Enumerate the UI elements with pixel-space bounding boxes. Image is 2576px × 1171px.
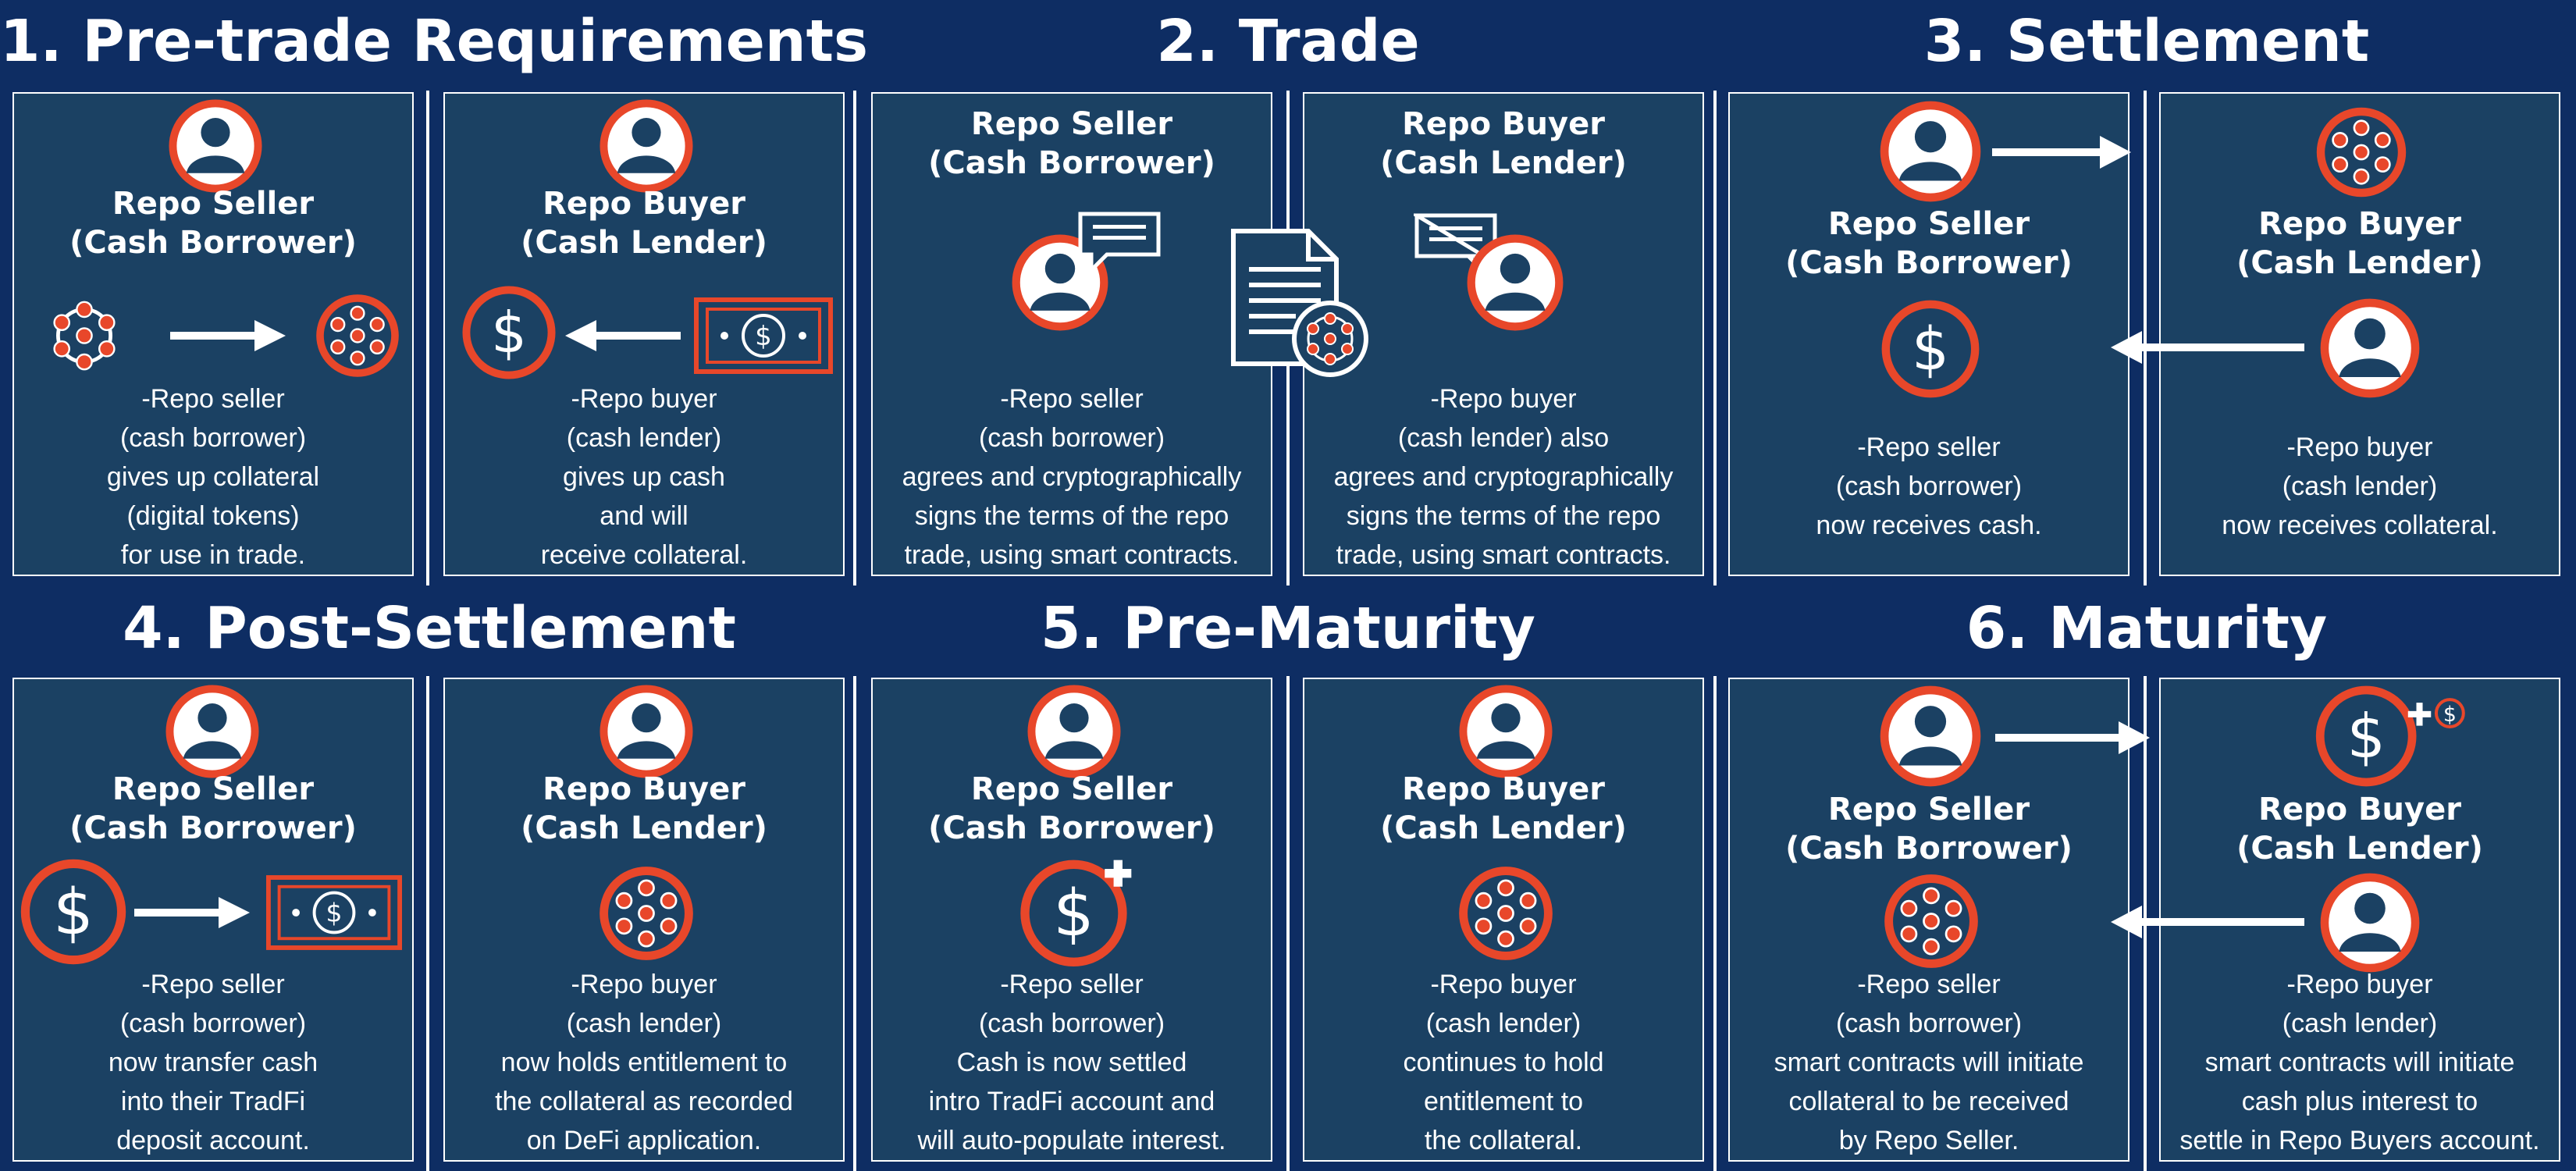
section-divider [853,676,856,1171]
pre-trade-repo-buyer-panel: Repo Buyer(Cash Lender) $ $ -Repo buyer(… [443,92,845,576]
role-label: Repo Buyer(Cash Lender) [521,186,767,261]
svg-text:$: $ [755,321,772,352]
step-description: -Repo seller(cash borrower)gives up coll… [106,384,320,570]
section-divider [1286,676,1290,1171]
dollar-plus-icon: $ [1020,860,1132,966]
role-label: Repo Buyer(Cash Lender) [1380,106,1627,181]
svg-text:$: $ [2347,702,2385,772]
person-icon [1459,685,1553,778]
post-settlement-repo-buyer-panel: Repo Buyer(Cash Lender) -Repo buyer(cash… [443,678,845,1162]
role-label: Repo Seller(Cash Borrower) [69,771,357,846]
section-divider [1713,676,1717,1171]
collateral-tokens-icon [316,294,399,377]
svg-text:$: $ [2443,703,2457,727]
section-divider [2144,91,2147,586]
role-label: Repo Buyer(Cash Lender) [521,771,767,846]
role-label: Repo Seller(Cash Borrower) [1785,206,2073,281]
step-description: -Repo seller(cash borrower)smart contrac… [1774,970,2084,1155]
left-arrow-icon [565,320,681,351]
section-divider [1713,91,1717,586]
person-icon [1012,234,1108,331]
collateral-tokens-icon [2316,107,2407,198]
step-description: -Repo seller(cash borrower)agrees and cr… [902,384,1242,570]
section-title-settlement: 3. Settlement [1923,8,2370,75]
person-icon [169,99,262,193]
dollar-plus-interest-icon: $$ [2315,685,2465,787]
right-arrow-icon [170,320,286,351]
section-title-pre-trade: 1. Pre-trade Requirements [0,8,868,75]
trade-repo-seller-panel: Repo Seller(Cash Borrower) -Repo seller(… [871,92,1272,576]
section-title-trade: 2. Trade [1156,8,1420,75]
right-arrow-icon [134,897,250,928]
person-icon [1467,234,1564,331]
svg-text:$: $ [1912,315,1949,383]
step-description: -Repo seller(cash borrower)now transfer … [108,970,318,1155]
left-arrow-icon [2111,331,2304,364]
right-arrow-icon [1992,136,2131,169]
step-description: -Repo buyer(cash lender)smart contracts … [2179,970,2540,1155]
pre-trade-repo-seller-panel: Repo Seller(Cash Borrower) -Repo seller(… [12,92,414,576]
pre-maturity-repo-buyer-panel: Repo Buyer(Cash Lender) -Repo buyer(cash… [1303,678,1704,1162]
section-title-pre-maturity: 5. Pre-Maturity [1040,595,1536,662]
person-icon [2320,873,2420,973]
step-description: -Repo buyer(cash lender)now holds entitl… [495,970,793,1155]
person-icon [1880,101,1981,202]
svg-text:$: $ [491,300,527,365]
left-arrow-icon [2111,906,2304,938]
role-label: Repo Seller(Cash Borrower) [928,106,1215,181]
svg-text:$: $ [326,898,342,928]
person-icon [1027,685,1121,778]
step-description: -Repo buyer(cash lender)continues to hol… [1403,970,1604,1155]
person-icon [2320,298,2420,398]
banknote-icon: $ [265,875,403,950]
dollar-coin-icon: $ [1881,300,1980,398]
svg-text:$: $ [53,876,94,949]
section-title-maturity: 6. Maturity [1966,595,2328,662]
right-arrow-icon [1995,721,2150,754]
role-label: Repo Buyer(Cash Lender) [2236,792,2483,867]
section-title-post-settlement: 4. Post-Settlement [123,595,736,662]
collateral-tokens-icon [600,867,693,960]
section-divider [426,91,429,586]
maturity-repo-seller-panel: Repo Seller(Cash Borrower) -Repo seller(… [1728,678,2150,1162]
dollar-coin-icon: $ [20,859,126,965]
maturity-repo-buyer-panel: $$ Repo Buyer(Cash Lender) -Repo buyer(c… [2111,678,2560,1162]
svg-text:$: $ [1053,877,1094,951]
role-label: Repo Buyer(Cash Lender) [1380,771,1627,846]
dollar-coin-icon: $ [462,286,556,379]
collateral-tokens-icon [1459,867,1553,960]
section-divider [426,676,429,1171]
section-divider [853,91,856,586]
speech-bubble-icon [1078,212,1161,275]
person-icon [600,685,693,778]
contract-document-icon [1231,229,1368,377]
role-label: Repo Seller(Cash Borrower) [928,771,1215,846]
banknote-icon: $ [694,297,833,374]
step-description: -Repo seller(cash borrower)Cash is now s… [917,970,1226,1155]
role-label: Repo Buyer(Cash Lender) [2236,206,2483,281]
person-icon [600,99,693,193]
trade-repo-buyer-panel: Repo Buyer(Cash Lender) -Repo buyer(cash… [1303,92,1704,576]
role-label: Repo Seller(Cash Borrower) [1785,792,2073,867]
step-description: -Repo seller(cash borrower)now receives … [1816,432,2042,540]
role-label: Repo Seller(Cash Borrower) [69,186,357,261]
collateral-tokens-icon [53,301,116,371]
settlement-repo-seller-panel: Repo Seller(Cash Borrower) $ -Repo selle… [1728,92,2131,576]
pre-maturity-repo-seller-panel: Repo Seller(Cash Borrower) $ -Repo selle… [871,678,1272,1162]
step-description: -Repo buyer(cash lender)now receives col… [2222,432,2498,540]
person-icon [1880,685,1981,787]
post-settlement-repo-seller-panel: Repo Seller(Cash Borrower) $ $ -Repo sel… [12,678,414,1162]
settlement-repo-buyer-panel: Repo Buyer(Cash Lender) -Repo buyer(cash… [2111,92,2560,576]
collateral-tokens-icon [1884,874,1978,968]
person-icon [165,685,259,778]
